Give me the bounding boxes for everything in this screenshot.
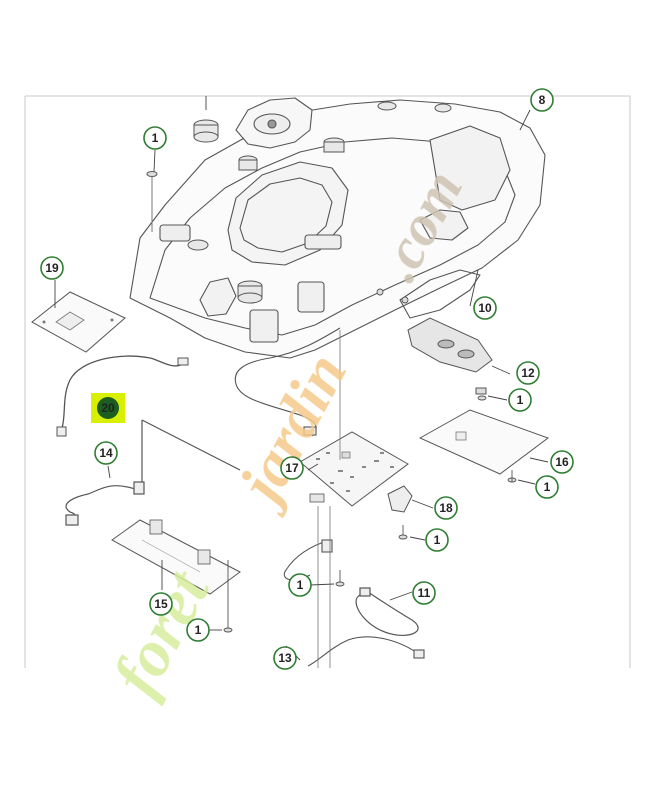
callout-label: 11 xyxy=(418,586,431,600)
callout-label: 8 xyxy=(539,93,546,107)
callout-badge xyxy=(508,388,532,412)
callout-17: 17 xyxy=(280,456,304,480)
callout-badge xyxy=(94,441,118,465)
callout-label: 17 xyxy=(285,461,299,475)
callout-label: 20 xyxy=(101,401,115,415)
callout-10: 10 xyxy=(473,296,497,320)
callout-badge xyxy=(412,581,436,605)
callout-1: 1 xyxy=(425,528,449,552)
callout-badge xyxy=(530,88,554,112)
callout-badge xyxy=(535,475,559,499)
chassis-body xyxy=(129,97,546,359)
callout-label: 1 xyxy=(544,480,551,494)
cable-network xyxy=(234,327,425,668)
callout-1: 1 xyxy=(535,475,559,499)
callout-badge xyxy=(149,592,173,616)
callout-badge xyxy=(288,573,312,597)
harness-14 xyxy=(65,419,241,526)
callout-1: 1 xyxy=(288,573,312,597)
chassis-knobs xyxy=(187,101,452,304)
callout-badge xyxy=(143,126,167,150)
callout-label: 15 xyxy=(154,597,168,611)
callout-15: 15 xyxy=(149,592,173,616)
callout-badge xyxy=(434,496,458,520)
callout-label: 1 xyxy=(195,623,202,637)
cable-20 xyxy=(56,355,189,437)
callout-label: 10 xyxy=(478,301,492,315)
callout-16: 16 xyxy=(550,450,574,474)
board-17 xyxy=(299,431,409,507)
callout-badge xyxy=(186,618,210,642)
callout-badge xyxy=(425,528,449,552)
button-unit-12 xyxy=(407,317,493,395)
callout-badge xyxy=(516,361,540,385)
callout-1: 1 xyxy=(186,618,210,642)
callout-19: 19 xyxy=(40,256,64,280)
callout-label: 16 xyxy=(555,455,569,469)
callout-label: 18 xyxy=(439,501,453,515)
callout-label: 1 xyxy=(152,131,159,145)
callout-badge xyxy=(40,256,64,280)
callout-badge xyxy=(280,456,304,480)
callout-badge xyxy=(550,450,574,474)
panel-19 xyxy=(31,291,126,353)
callout-label: 12 xyxy=(521,366,535,380)
panel-16 xyxy=(418,409,550,475)
callout-label: 1 xyxy=(517,393,524,407)
callout-label: 13 xyxy=(278,651,292,665)
callout-1: 1 xyxy=(143,126,167,150)
callout-label: 1 xyxy=(434,533,441,547)
small-screws xyxy=(223,288,517,633)
callout-label: 1 xyxy=(297,578,304,592)
callout-13: 13 xyxy=(273,646,297,670)
clip-18 xyxy=(387,485,413,513)
callout-badge xyxy=(97,397,119,419)
leader-lines xyxy=(54,96,549,661)
callout-11: 11 xyxy=(412,581,436,605)
callout-label: 14 xyxy=(99,446,113,460)
callout-12: 12 xyxy=(516,361,540,385)
board-15 xyxy=(111,519,241,595)
callout-badge xyxy=(473,296,497,320)
cable-11 xyxy=(355,587,419,637)
callout-14: 14 xyxy=(94,441,118,465)
callout-1: 1 xyxy=(508,388,532,412)
callout-badge xyxy=(273,646,297,670)
callout-20: 20 xyxy=(91,393,125,423)
screw-top-left xyxy=(146,171,158,232)
callout-8: 8 xyxy=(530,88,554,112)
callout-label: 19 xyxy=(45,261,59,275)
callout-18: 18 xyxy=(434,496,458,520)
